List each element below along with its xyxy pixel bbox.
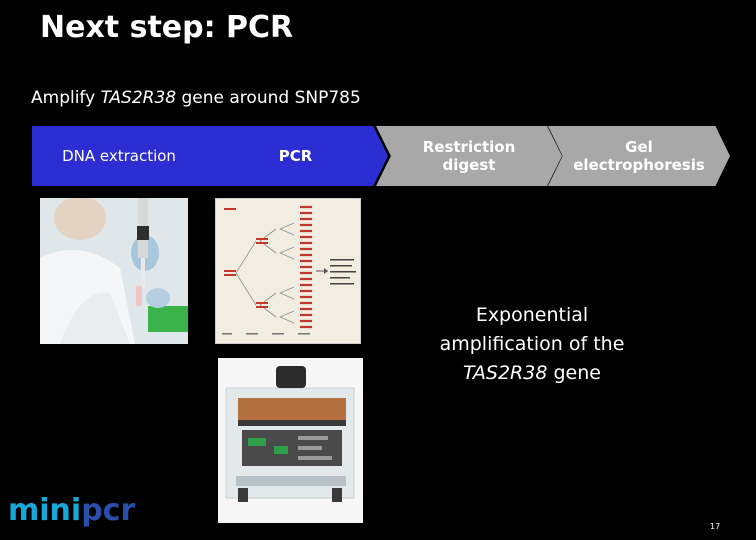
step-label-line2: electrophoresis xyxy=(573,156,705,174)
step-label: DNA extraction xyxy=(62,147,176,165)
subtitle-gene: TAS2R38 xyxy=(100,88,177,108)
caption-line1: Exponential xyxy=(475,304,589,326)
slide-title: Next step: PCR xyxy=(40,10,294,45)
pcr-diagram xyxy=(215,198,361,344)
step-gel-electrophoresis: Gel electrophoresis xyxy=(548,126,730,186)
slide-subtitle: Amplify TAS2R38 gene around SNP785 xyxy=(31,88,361,108)
logo-mini: mini xyxy=(8,493,82,528)
page-number: 17 xyxy=(710,522,721,531)
step-label-line2: digest xyxy=(442,156,496,174)
step-label-line1: Restriction xyxy=(422,138,516,156)
caption-line3: TAS2R38 gene xyxy=(420,359,644,388)
step-label: PCR xyxy=(278,147,313,165)
scientist-pipetting-icon xyxy=(40,198,188,344)
caption-gene-suffix: gene xyxy=(547,362,601,384)
amplification-caption: Exponential amplification of the TAS2R38… xyxy=(420,301,644,388)
caption-line2: amplification of the xyxy=(439,333,625,355)
step-pcr: PCR xyxy=(203,126,388,186)
step-dna-extraction: DNA extraction xyxy=(32,126,218,186)
caption-gene: TAS2R38 xyxy=(463,362,548,384)
step-label-line1: Gel xyxy=(625,138,653,156)
thermal-cycler-device-icon xyxy=(218,358,363,523)
lab-pipette-photo xyxy=(40,198,188,344)
logo-pcr: pcr xyxy=(81,493,136,528)
subtitle-prefix: Amplify xyxy=(31,88,101,108)
minipcr-device-photo xyxy=(218,358,363,523)
step-restriction-digest: Restriction digest xyxy=(376,126,562,186)
exponential-amplification-diagram-icon xyxy=(216,199,360,343)
subtitle-suffix: gene around SNP785 xyxy=(176,88,361,108)
